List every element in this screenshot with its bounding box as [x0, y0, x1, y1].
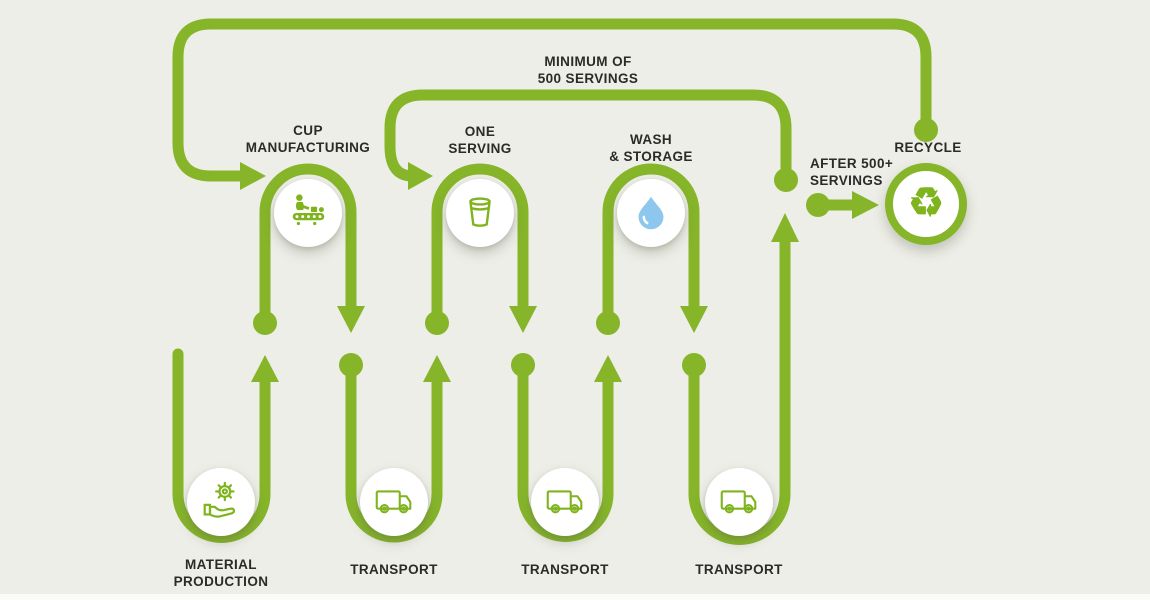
stage-label-line: MATERIAL	[185, 557, 257, 572]
u-transport-3	[688, 240, 791, 545]
arrow-into-recycle	[852, 191, 879, 219]
recycle-branch-label-line1: AFTER 500+	[810, 156, 894, 171]
dot-arch-serving-left	[425, 311, 449, 335]
stage-label-transport-2: TRANSPORT	[455, 561, 675, 578]
stage-label-line: TRANSPORT	[521, 562, 609, 577]
stage-label-line: ONE	[464, 124, 496, 139]
arrow-into-cup-manufacturing	[240, 162, 266, 190]
node-wash-storage	[617, 179, 685, 247]
reuse-loop-path	[384, 89, 792, 182]
reuse-loop-label: MINIMUM OF 500 SERVINGS	[478, 53, 698, 87]
stage-label-line: PRODUCTION	[173, 574, 269, 589]
arrow-into-one-serving	[408, 162, 433, 190]
cup-icon	[469, 197, 491, 227]
reuse-loop-label-line2: 500 SERVINGS	[537, 71, 639, 86]
stage-label-line: RECYCLE	[894, 140, 962, 155]
u-transport-1	[345, 365, 443, 543]
arrow-down-wash	[680, 306, 708, 333]
dot-u-transport1-start	[339, 353, 363, 377]
stage-label-one-serving: ONE SERVING	[370, 123, 590, 157]
dot-u-transport3-start	[682, 353, 706, 377]
conveyor-worker-icon	[292, 194, 325, 226]
u-transport-2	[517, 365, 614, 542]
arch-wash-storage	[602, 163, 700, 323]
recycle-icon: ♻	[908, 181, 944, 225]
stage-label-transport-3: TRANSPORT	[629, 561, 849, 578]
stage-label-material-production: MATERIAL PRODUCTION	[111, 556, 331, 590]
stage-label-transport-1: TRANSPORT	[284, 561, 504, 578]
node-transport-2	[531, 468, 599, 536]
node-transport-1	[360, 468, 428, 536]
stage-label-line: TRANSPORT	[350, 562, 438, 577]
recycle-return-path	[172, 18, 932, 182]
arrow-up-transport1	[423, 355, 451, 382]
dot-arch-cup-left	[253, 311, 277, 335]
arrow-up-transport2	[594, 355, 622, 382]
dot-arch-wash-left	[596, 311, 620, 335]
node-recycle: ♻	[885, 163, 967, 245]
stage-label-line: & STORAGE	[609, 149, 693, 164]
recycle-branch-label: AFTER 500+ SERVINGS	[810, 155, 930, 189]
arch-one-serving	[431, 163, 529, 323]
dot-recycle-connector-start	[806, 193, 830, 217]
stage-label-cup-manufacturing: CUP MANUFACTURING	[198, 122, 418, 156]
truck-icon	[720, 490, 757, 514]
truck-icon	[375, 490, 412, 514]
arrow-down-cup	[337, 306, 365, 333]
arrow-up-material	[251, 355, 279, 382]
gear-hand-icon	[203, 481, 236, 518]
recycle-branch-label-line2: SERVINGS	[810, 173, 883, 188]
reuse-loop-label-line1: MINIMUM OF	[544, 54, 632, 69]
dot-recycle-loop-end	[914, 118, 938, 142]
node-transport-3	[705, 468, 773, 536]
node-cup-manufacturing	[274, 179, 342, 247]
arrow-down-serving	[509, 306, 537, 333]
stage-label-line: TRANSPORT	[695, 562, 783, 577]
stage-label-line: SERVING	[448, 141, 512, 156]
stage-label-recycle: RECYCLE	[818, 139, 1038, 156]
truck-icon	[546, 490, 583, 514]
u-material-production	[172, 348, 271, 543]
node-material-production	[187, 468, 255, 536]
arrow-up-transport3	[771, 213, 799, 242]
arch-cup-manufacturing	[259, 163, 357, 323]
stage-label-line: WASH	[629, 132, 673, 147]
water-drop-icon	[638, 196, 664, 230]
stage-label-line: CUP	[293, 123, 323, 138]
dot-reuse-loop-end	[774, 168, 798, 192]
dot-u-transport2-start	[511, 353, 535, 377]
bottom-edge-strip	[0, 594, 1150, 600]
stage-label-wash-storage: WASH & STORAGE	[541, 131, 761, 165]
node-one-serving	[446, 179, 514, 247]
stage-label-line: MANUFACTURING	[245, 140, 371, 155]
